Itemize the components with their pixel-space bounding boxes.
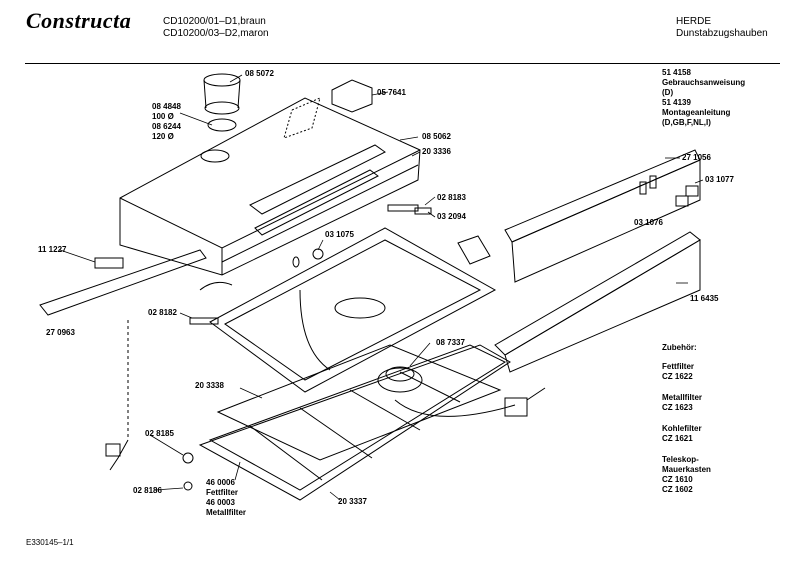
accessory-kohlefilter-code: CZ 1621	[662, 434, 693, 443]
part-label-031076: 03 1076	[634, 218, 663, 227]
leader-lines	[59, 74, 704, 501]
accessory-metallfilter-code: CZ 1623	[662, 403, 693, 412]
accessories-heading: Zubehör:	[662, 343, 697, 352]
header-rule	[25, 63, 780, 64]
small-parts	[182, 204, 491, 491]
accessory-teleskop-code: CZ 1610	[662, 475, 693, 484]
part-label-203336: 20 3336	[422, 147, 451, 156]
model-line-2: CD10200/03–D2,maron	[163, 28, 269, 39]
category-line-1: HERDE	[676, 16, 712, 27]
part-label-085072: 08 5072	[245, 69, 274, 78]
part-label-111227: 11 1227	[38, 245, 67, 254]
accessory-teleskop-name: Teleskop-	[662, 455, 699, 464]
part-label-100: 100 Ø	[152, 112, 174, 121]
doc-title-1: Gebrauchsanweisung	[662, 78, 746, 87]
front-strip-upper	[504, 149, 701, 283]
part-label-031075: 03 1075	[325, 230, 354, 239]
part-label-fettfilter: Fettfilter	[206, 488, 238, 497]
model-line-1: CD10200/01–D1,braun	[163, 16, 266, 27]
footer-document-id: E330145–1/1	[26, 538, 74, 547]
doc-lang-1: (D)	[662, 88, 674, 97]
doc-number-2: 51 4139	[662, 98, 691, 107]
part-label-032094: 03 2094	[437, 212, 466, 221]
accessory-kohlefilter-name: Kohlefilter	[662, 424, 702, 433]
part-label-028186: 02 8186	[133, 486, 162, 495]
hood-body	[119, 97, 421, 291]
accessory-teleskop-name-2: Mauerkasten	[662, 465, 711, 474]
doc-lang-2: (D,GB,F,NL,I)	[662, 118, 711, 127]
reducer-ring	[207, 118, 237, 132]
accessory-fettfilter-code: CZ 1622	[662, 372, 693, 381]
category-line-2: Dunstabzugshauben	[676, 28, 768, 39]
grease-filter-tray	[216, 344, 502, 461]
bottom-frame	[198, 344, 511, 501]
part-label-120: 120 Ø	[152, 132, 174, 141]
part-label-028182: 02 8182	[148, 308, 177, 317]
guide-rail	[39, 249, 207, 316]
part-label-460003: 46 0003	[206, 498, 235, 507]
part-label-203338: 20 3338	[195, 381, 224, 390]
doc-title-2: Montageanleitung	[662, 108, 731, 117]
wall-bracket	[283, 79, 373, 139]
part-label-116435: 11 6435	[690, 294, 719, 303]
part-label-087337: 08 7337	[436, 338, 465, 347]
part-label-057641: 05 7641	[377, 88, 406, 97]
accessory-teleskop-code-2: CZ 1602	[662, 485, 693, 494]
part-label-270963: 27 0963	[46, 328, 75, 337]
part-label-028183: 02 8183	[437, 193, 466, 202]
power-cable	[105, 320, 129, 471]
switch-unit	[394, 387, 546, 417]
part-label-085062: 08 5062	[422, 132, 451, 141]
exhaust-collar	[203, 73, 241, 115]
front-strip-lower	[494, 231, 701, 373]
part-label-metallfilter: Metallfilter	[206, 508, 247, 517]
switch-knobs	[675, 185, 699, 207]
metal-filter-mesh	[208, 344, 507, 491]
part-label-203337: 20 3337	[338, 497, 367, 506]
part-label-031077: 03 1077	[705, 175, 734, 184]
accessory-metallfilter-name: Metallfilter	[662, 393, 703, 402]
fan-motor	[377, 366, 423, 393]
part-label-028185: 02 8185	[145, 429, 174, 438]
doc-number-1: 51 4158	[662, 68, 691, 77]
part-label-084848: 08 4848	[152, 102, 181, 111]
part-label-460006: 46 0006	[206, 478, 235, 487]
part-label-086244: 08 6244	[152, 122, 181, 131]
lamp-socket	[292, 248, 324, 268]
filter-frame	[209, 227, 497, 393]
brand-logo: Constructa	[26, 8, 132, 33]
accessory-fettfilter-name: Fettfilter	[662, 362, 694, 371]
part-label-271056: 27 1056	[682, 153, 711, 162]
